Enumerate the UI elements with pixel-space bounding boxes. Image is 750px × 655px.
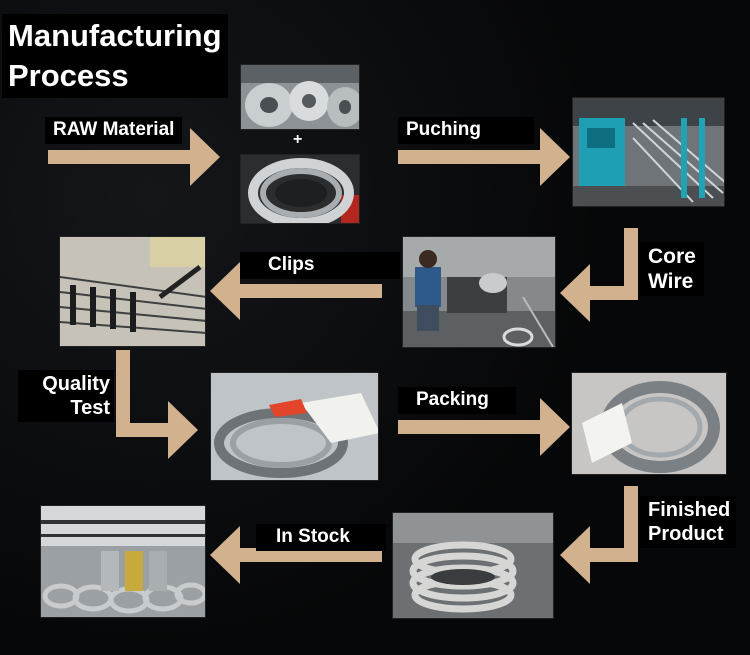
title-line-1: Manufacturing [8, 18, 222, 53]
arrow-core-wire [560, 228, 638, 322]
arrow-quality-test [116, 350, 198, 459]
photo-clips [59, 236, 206, 347]
label-clips: Clips [240, 252, 400, 279]
page-title: Manufacturing Process [2, 14, 228, 98]
photo-warehouse-stock [40, 505, 206, 618]
title-line-2: Process [8, 58, 129, 93]
arrow-clips [210, 262, 382, 320]
photo-punching-machine [572, 97, 725, 207]
label-quality-test-line-1: Quality [42, 373, 110, 395]
label-finished-product-line-2: Product [648, 523, 724, 545]
label-core-wire-line-1: Core [648, 245, 696, 268]
label-in-stock: In Stock [256, 524, 386, 551]
plus-sign: + [293, 131, 303, 148]
photo-quality-test [210, 372, 379, 481]
label-packing: Packing [398, 387, 516, 414]
arrow-finished [560, 486, 638, 584]
photo-core-wire-worker [402, 236, 556, 348]
label-puching: Puching [398, 117, 534, 144]
label-quality-test-line-2: Test [70, 397, 110, 419]
label-finished-product-line-1: Finished [648, 499, 731, 521]
arrow-puching-to-machine [398, 128, 570, 186]
arrow-raw-to-puching [48, 128, 220, 186]
label-finished-product: Finished Product [640, 496, 736, 548]
label-core-wire-line-2: Wire [648, 270, 694, 294]
label-quality-test: Quality Test [18, 370, 114, 422]
arrow-packing [398, 398, 570, 456]
photo-packing [571, 372, 727, 475]
photo-finished-product [392, 512, 554, 619]
photo-steel-coils [240, 64, 360, 130]
label-core-wire: Core Wire [640, 242, 704, 297]
label-raw-material: RAW Material [45, 117, 183, 144]
photo-wire-coil [240, 154, 360, 224]
arrow-in-stock [210, 526, 382, 584]
